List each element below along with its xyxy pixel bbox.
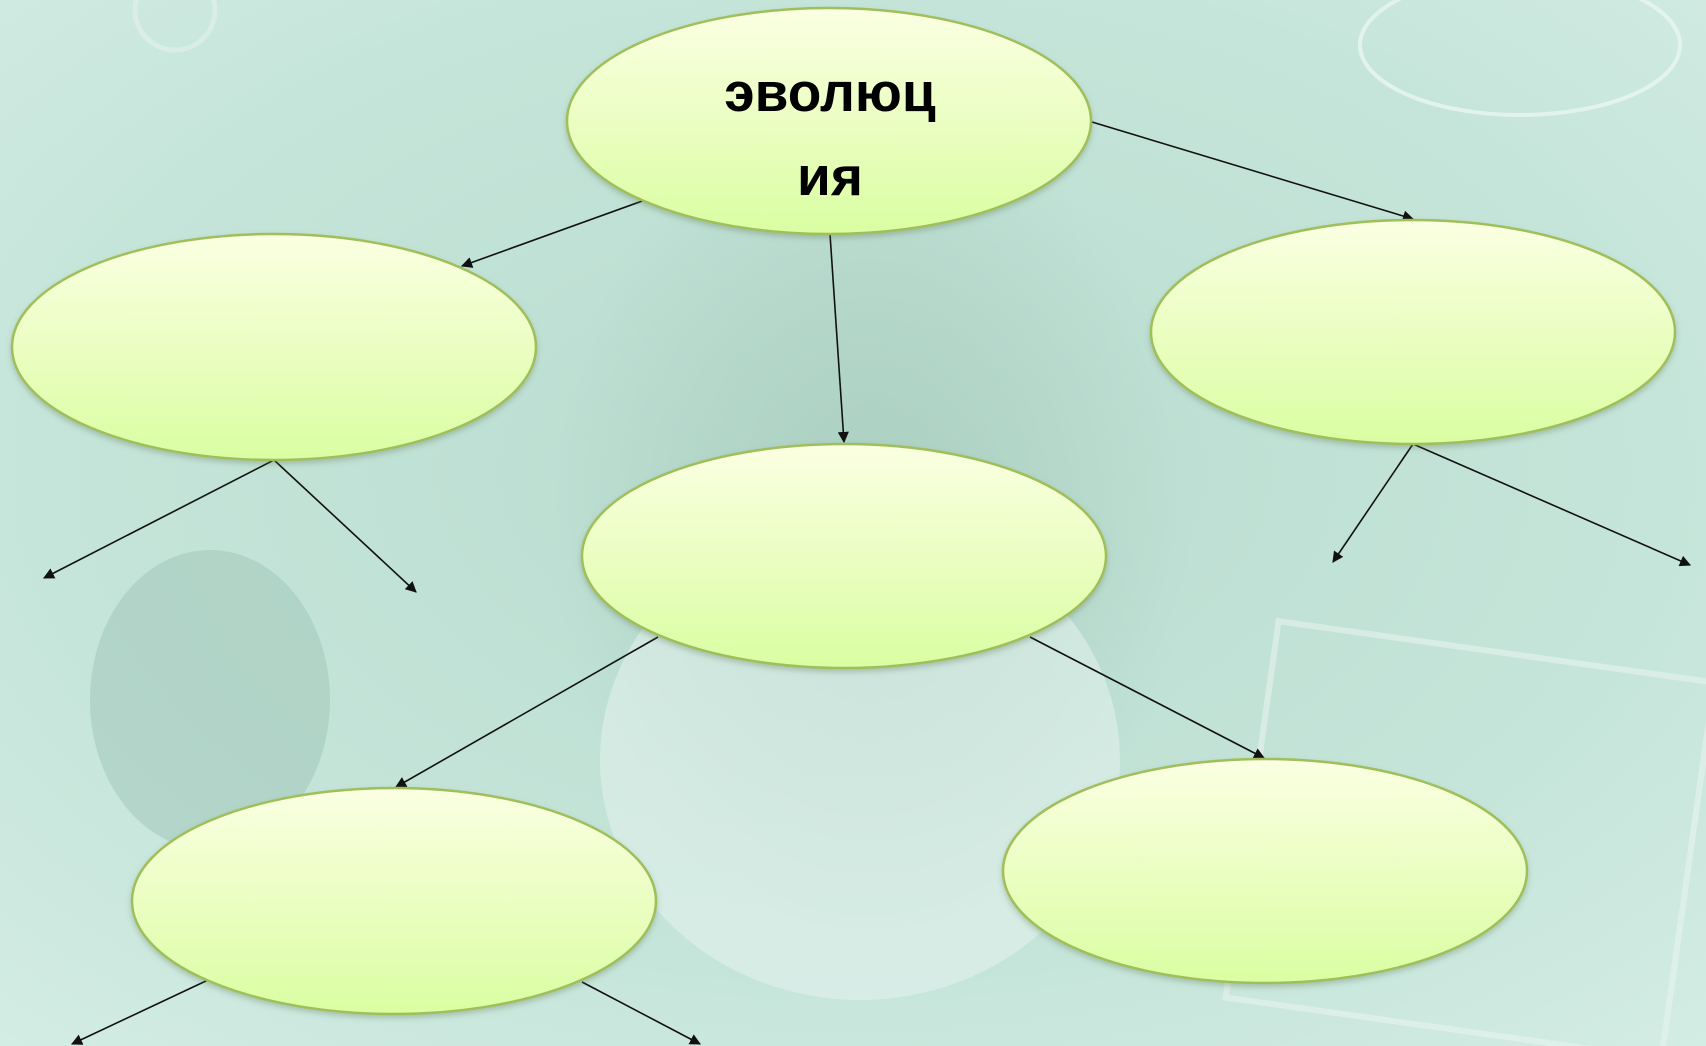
edge-left-to-branch-1 [43,459,275,579]
edge-center-to-bottom-left [395,636,659,788]
edge-root-to-center [829,233,849,444]
background-round-shape [132,0,218,53]
node-left [10,232,538,462]
edge-left-to-branch-2 [273,459,417,593]
background-primate-shape [90,550,330,850]
node-bottom-right [1001,757,1529,985]
node-right [1149,218,1677,446]
node-center [580,442,1108,670]
edge-bottom-left-to-branch-1 [70,979,209,1045]
root-node [565,6,1093,236]
edge-right-to-branch-2 [1412,443,1692,567]
edge-center-to-bottom-right [1029,636,1265,759]
edge-bottom-left-to-branch-2 [581,981,701,1045]
root-node-label: эволюц ия [724,61,936,207]
background-skull-outline [1358,0,1682,117]
edges [43,121,1692,1045]
nodes [10,6,1677,1016]
edge-root-to-left [460,199,646,268]
node-bottom-left [130,786,658,1016]
edge-right-to-branch-1 [1332,443,1414,563]
edge-root-to-right [1091,121,1415,222]
